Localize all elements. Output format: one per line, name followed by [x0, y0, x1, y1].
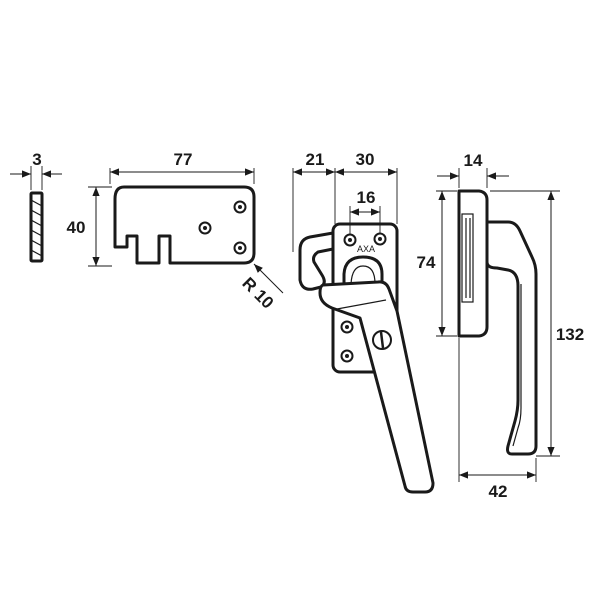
dim-keeper-width: 77	[174, 150, 193, 169]
keeper-screw-bottom	[233, 241, 247, 255]
dim-plate-height: 74	[417, 253, 436, 272]
dim-overall-height: 132	[556, 325, 584, 344]
dim-side-depth: 14	[464, 151, 483, 170]
keeper-screw-middle	[198, 221, 212, 235]
dim-keeper-height: 40	[67, 218, 86, 237]
plate-screw-bottom	[340, 349, 354, 363]
dim-strip-thickness: 3	[32, 150, 41, 169]
brand-mark: AXA	[357, 244, 375, 254]
keeper-screw-top	[233, 200, 247, 214]
handle-front-view: AXA 21 30 16	[292, 150, 435, 494]
handle-side-view: 14 74 132 42	[417, 151, 585, 501]
lever-screw	[372, 330, 392, 350]
dim-plate-width: 30	[356, 150, 375, 169]
dim-overall-depth: 42	[489, 482, 508, 501]
plate-screw-top-left	[343, 233, 357, 247]
keeper-plate: 77 40 R 10	[67, 150, 284, 313]
dim-hole-spacing: 16	[357, 188, 376, 207]
lever	[318, 280, 435, 494]
hook	[298, 231, 335, 291]
dim-radius: R 10	[238, 274, 277, 313]
side-lever	[485, 220, 538, 456]
dim-hook-offset: 21	[306, 150, 325, 169]
strip-side-view: 3	[10, 150, 62, 263]
plate-screw-middle	[340, 320, 354, 334]
plate-screw-top-right	[373, 232, 387, 246]
keeper-outline	[113, 185, 256, 265]
